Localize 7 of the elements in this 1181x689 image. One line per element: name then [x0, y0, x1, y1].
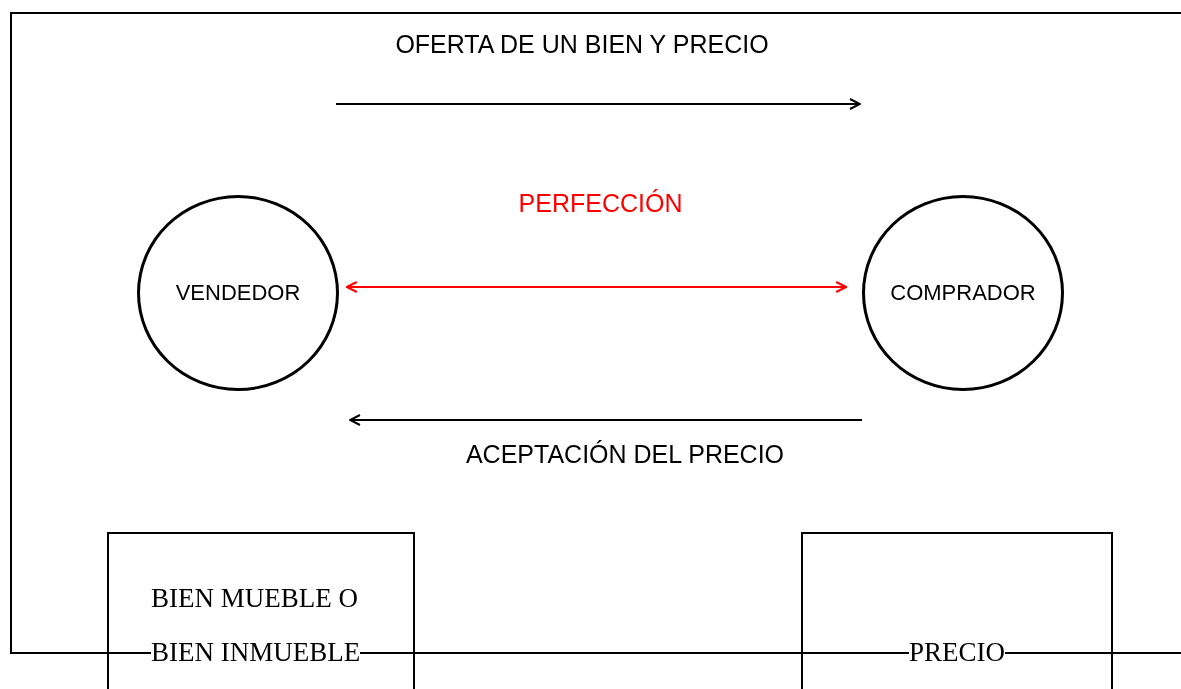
flow-label: ACEPTACIÓN DEL PRECIO — [465, 440, 785, 469]
flow-label: OFERTA DE UN BIEN Y PRECIO — [395, 30, 769, 59]
node-label: COMPRADOR — [890, 280, 1036, 306]
role-circle — [137, 195, 339, 391]
double-arrow — [345, 281, 848, 293]
role-circle — [862, 195, 1064, 391]
node-label: VENDEDOR — [175, 280, 301, 306]
